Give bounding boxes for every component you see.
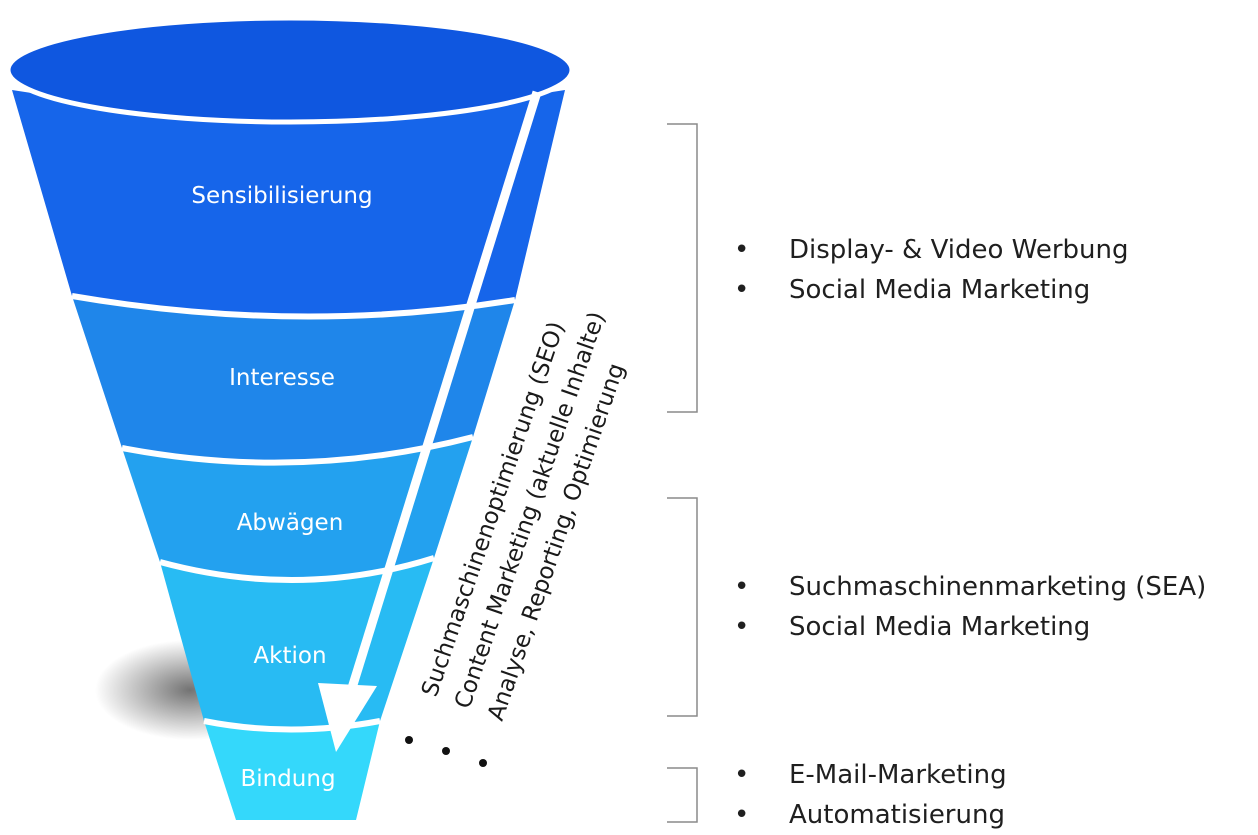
list-item: • E-Mail-Marketing (734, 755, 1007, 795)
stage-label-abwaegen: Abwägen (237, 510, 344, 536)
funnel-stage-interesse (72, 296, 515, 463)
bullet-icon: • (734, 572, 750, 602)
stage-label-sensibilisierung: Sensibilisierung (191, 183, 372, 209)
bullet-icon: • (734, 235, 750, 265)
stage-label-bindung: Bindung (240, 766, 335, 792)
list-item: • Social Media Marketing (734, 270, 1129, 310)
channel-list-2: • Suchmaschinenmarketing (SEA) • Social Me… (734, 567, 1206, 647)
separator-line (71, 293, 516, 320)
bullet-icon: • (734, 800, 750, 830)
list-item: • Automatisierung (734, 795, 1007, 835)
channel-label: Suchmaschinenmarketing (SEA) (789, 572, 1207, 602)
channel-label: Display- & Video Werbung (789, 235, 1129, 265)
list-item: • Display- & Video Werbung (734, 230, 1129, 270)
list-item: • Suchmaschinenmarketing (SEA) (734, 567, 1206, 607)
stage-label-interesse: Interesse (229, 365, 335, 391)
separator-line (203, 718, 381, 733)
ellipsis-dots (405, 736, 487, 767)
channel-label: Social Media Marketing (789, 612, 1091, 642)
ellipsis-dot (405, 736, 413, 744)
funnel-stage-abwaegen (122, 437, 473, 581)
channel-label: Automatisierung (789, 800, 1005, 830)
channel-label: Social Media Marketing (789, 275, 1091, 305)
stage-label-aktion: Aktion (253, 643, 326, 669)
bracket-group-1 (667, 123, 698, 413)
bullet-icon: • (734, 612, 750, 642)
funnel-stage-sensibilisierung (12, 90, 565, 317)
down-arrow (318, 90, 542, 752)
ellipsis-dot (479, 759, 487, 767)
list-item: • Social Media Marketing (734, 607, 1206, 647)
bullet-icon: • (734, 760, 750, 790)
bracket-group-2 (667, 497, 698, 717)
channel-list-1: • Display- & Video Werbung • Social Media … (734, 230, 1129, 310)
separator-line (159, 555, 435, 584)
ellipsis-dot (442, 747, 450, 755)
bracket-group-3 (667, 767, 698, 823)
channel-list-3: • E-Mail-Marketing • Automatisierung (734, 755, 1007, 835)
funnel-top-rim (5, 15, 575, 125)
bullet-icon: • (734, 275, 750, 305)
channel-label: E-Mail-Marketing (789, 760, 1007, 790)
brackets (667, 123, 698, 823)
